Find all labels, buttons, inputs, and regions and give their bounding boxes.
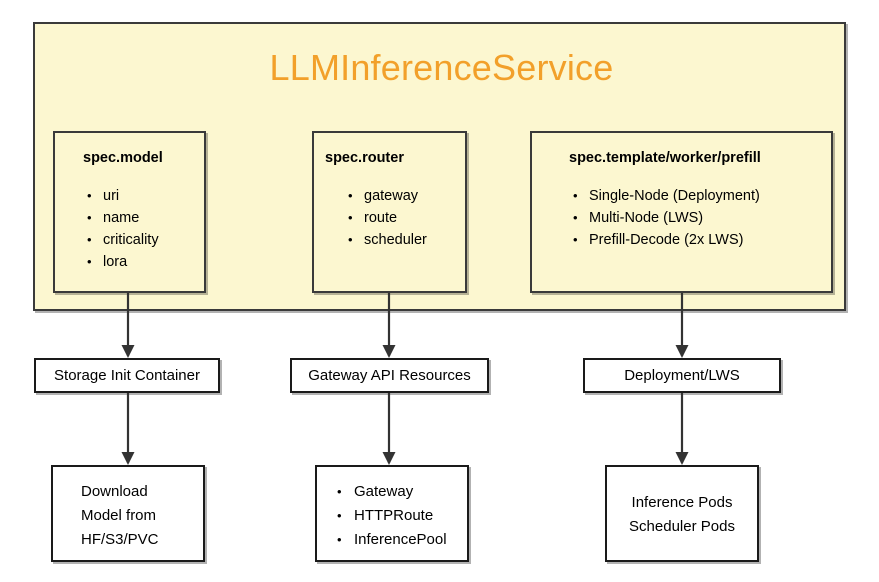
spec-model-box: spec.model uri name criticality lora xyxy=(53,131,206,293)
list-item: name xyxy=(83,207,159,229)
list-item: HTTPRoute xyxy=(333,504,447,528)
download-model-box: Download Model from HF/S3/PVC xyxy=(51,465,205,562)
spec-template-title: spec.template/worker/prefill xyxy=(569,150,761,166)
spec-router-box: spec.router gateway route scheduler xyxy=(312,131,467,293)
list-item: scheduler xyxy=(344,229,427,251)
list-item: Gateway xyxy=(333,480,447,504)
deployment-lws-label: Deployment/LWS xyxy=(624,367,740,384)
list-item: criticality xyxy=(83,229,159,251)
storage-init-container-label: Storage Init Container xyxy=(54,367,200,384)
list-item: route xyxy=(344,207,427,229)
gateway-resources-list: Gateway HTTPRoute InferencePool xyxy=(333,480,447,552)
list-item: uri xyxy=(83,185,159,207)
list-item: Prefill-Decode (2x LWS) xyxy=(569,229,760,251)
spec-template-box: spec.template/worker/prefill Single-Node… xyxy=(530,131,833,293)
spec-router-title: spec.router xyxy=(325,150,404,166)
pods-label: Inference Pods Scheduler Pods xyxy=(629,494,735,535)
spec-template-list: Single-Node (Deployment) Multi-Node (LWS… xyxy=(569,185,760,251)
download-model-label: Download Model from HF/S3/PVC xyxy=(81,483,159,548)
gateway-resources-list-box: Gateway HTTPRoute InferencePool xyxy=(315,465,469,562)
list-item: gateway xyxy=(344,185,427,207)
deployment-lws-box: Deployment/LWS xyxy=(583,358,781,393)
pods-box: Inference Pods Scheduler Pods xyxy=(605,465,759,562)
list-item: InferencePool xyxy=(333,528,447,552)
gateway-api-resources-label: Gateway API Resources xyxy=(308,367,471,384)
gateway-api-resources-box: Gateway API Resources xyxy=(290,358,489,393)
list-item: lora xyxy=(83,251,159,273)
storage-init-container-box: Storage Init Container xyxy=(34,358,220,393)
spec-model-title: spec.model xyxy=(83,150,163,166)
page-title: LLMInferenceService xyxy=(269,47,614,88)
list-item: Single-Node (Deployment) xyxy=(569,185,760,207)
spec-model-list: uri name criticality lora xyxy=(83,185,159,273)
list-item: Multi-Node (LWS) xyxy=(569,207,760,229)
spec-router-list: gateway route scheduler xyxy=(344,185,427,251)
